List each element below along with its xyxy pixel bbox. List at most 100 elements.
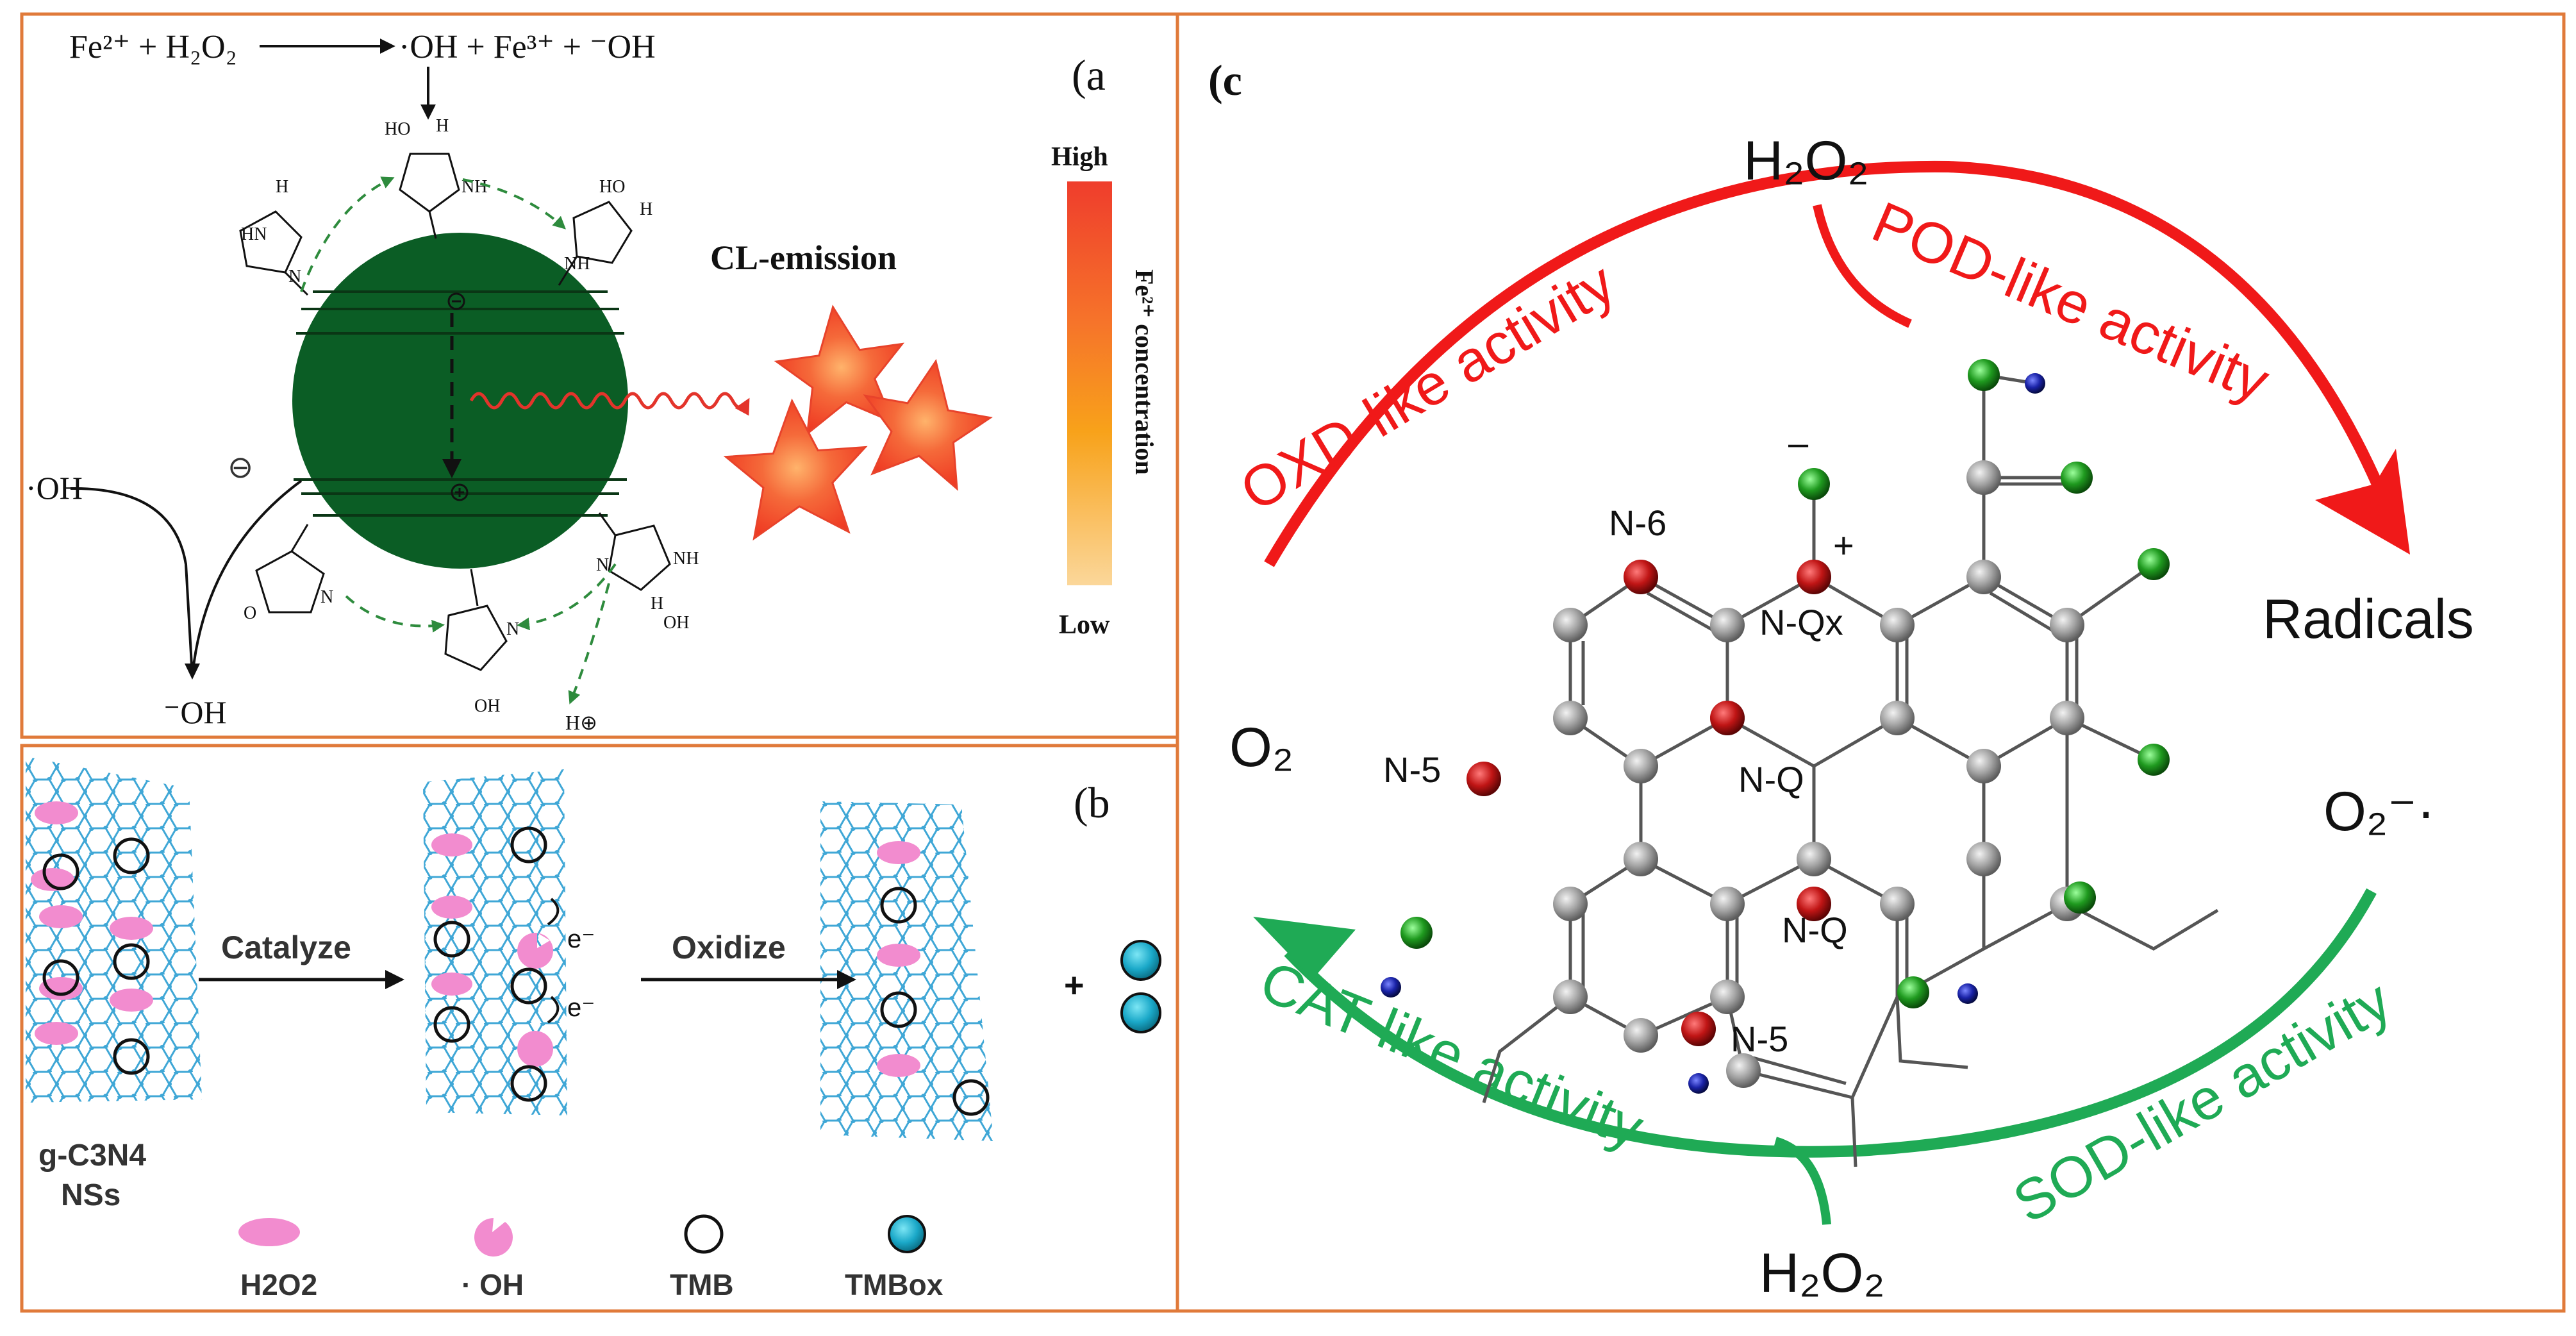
atom-nq-1 (1710, 701, 1745, 735)
oxidize-label: Oxidize (672, 930, 786, 965)
label-n6: N-6 (1609, 503, 1666, 543)
svg-text:N: N (506, 619, 519, 639)
atom-n5-left (1467, 762, 1501, 796)
legend-oh: · OH (461, 1268, 524, 1301)
h2o2-bottom-label: H₂O₂ (1759, 1242, 1885, 1304)
svg-text:HO: HO (599, 177, 625, 197)
svg-text:O: O (244, 603, 256, 623)
cl-stars (723, 305, 993, 541)
g-c3n4-sheet-2 (423, 769, 567, 1115)
star-2 (863, 358, 993, 491)
cl-emission-label: CL-emission (710, 238, 897, 277)
catalyze-label: Catalyze (221, 930, 351, 965)
panel-a: (a Fe²⁺ + H₂O₂ ·OH + Fe³⁺ + ⁻OH CL-emiss… (26, 29, 1159, 734)
tmb-circles-sheet-1 (42, 837, 150, 1075)
imidazole-bottom-left (255, 550, 325, 614)
label-n5-bottom: N-5 (1731, 1019, 1788, 1059)
green-arc-head (1253, 917, 1356, 997)
red-activity-arc (1264, 160, 2397, 567)
h2o2-bottom-branch (1774, 1137, 1831, 1225)
legend-h2o2-icon (238, 1218, 300, 1246)
imidazole-top (399, 153, 460, 213)
panel-b: (b (26, 756, 1161, 1301)
tmb-circles-sheet-3 (880, 887, 990, 1116)
panel-c-label: (c (1208, 56, 1242, 104)
svg-text:H: H (640, 199, 652, 219)
imidazole-top-right (572, 201, 633, 264)
electron-label-1: e⁻ (567, 925, 595, 953)
band-lines (294, 290, 627, 517)
svg-text:OH: OH (474, 696, 500, 716)
h2o2-drops-sheet-3 (877, 841, 920, 1077)
h2o2-top-label: H₂O₂ (1743, 130, 1869, 192)
molecule-bonds (1482, 373, 2219, 1167)
svg-text:OH: OH (663, 613, 689, 633)
svg-text:H: H (276, 177, 288, 197)
colorbar (1067, 181, 1112, 585)
imidazole-bottom (444, 605, 508, 671)
svg-text:N: N (596, 555, 609, 575)
emission-wave (469, 392, 750, 416)
material-label-2: NSs (61, 1178, 120, 1212)
hole-symbol (451, 483, 469, 501)
electron-arrow-1 (547, 898, 560, 926)
oxd-activity-label: OXD-like activity (1230, 251, 1625, 524)
legend-tmbox-icon (888, 1215, 926, 1253)
panel-b-legend: H2O2 · OH TMB TMBox (238, 1214, 943, 1301)
legend-tmbox: TMBox (845, 1268, 943, 1301)
oh-out-label: ⁻OH (163, 694, 227, 730)
svg-text:N: N (320, 587, 333, 607)
h2o2-drops-sheet-1 (31, 801, 153, 1045)
svg-text:H: H (651, 594, 663, 614)
atom-nq-2 (1797, 887, 1831, 921)
oh-curve-arrow (70, 480, 303, 677)
radicals-label: Radicals (2263, 589, 2474, 650)
h-plus-label: H⊕ (565, 711, 597, 734)
h2o2-drops-sheet-2 (431, 833, 472, 996)
oh-radicals-sheet-2 (517, 933, 554, 1067)
colorbar-caption: Fe²⁺ concentration (1130, 269, 1159, 475)
panel-b-label: (b (1074, 778, 1110, 827)
molecule-atoms (1381, 359, 2170, 1094)
panel-a-label: (a (1072, 51, 1106, 99)
svg-text:HO: HO (385, 119, 410, 139)
label-nqx: N-Qx (1759, 602, 1843, 642)
legend-tmb-icon (684, 1214, 724, 1254)
label-plus: + (1833, 525, 1854, 565)
green-activity-arc (1284, 888, 2377, 1158)
molecule-labels: N-6 N-Qx N-Q N-Q N-5 N-5 – + (1383, 422, 1854, 1059)
imidazole-bottom-right (608, 524, 671, 591)
svg-text:NH: NH (673, 549, 699, 569)
panel-c: (c OXD-like activity POD-like activity C… (1208, 56, 2474, 1304)
label-n5-left: N-5 (1383, 749, 1441, 790)
star-3 (723, 398, 868, 541)
svg-text:N: N (288, 267, 301, 287)
svg-text:H: H (436, 116, 449, 136)
label-minus: – (1788, 422, 1809, 463)
tmbox-product-1 (1120, 940, 1161, 981)
nanosphere (292, 233, 628, 569)
minus-circle: ⊖ (228, 451, 253, 485)
legend-oh-icon (474, 1218, 513, 1257)
electron-arrow-2 (547, 996, 560, 1024)
panel-c-frame (1176, 12, 2566, 1313)
reaction-rhs: ·OH + Fe³⁺ + ⁻OH (399, 29, 656, 65)
svg-text:NH: NH (564, 254, 590, 274)
svg-text:HN: HN (241, 224, 267, 244)
red-arc-head (2315, 449, 2410, 555)
label-nq-1: N-Q (1738, 759, 1804, 799)
colorbar-low: Low (1059, 610, 1110, 640)
atom-nqx (1797, 560, 1831, 594)
material-label-1: g-C3N4 (38, 1139, 146, 1173)
plus-sign: + (1064, 966, 1084, 1005)
label-nq-2: N-Q (1782, 910, 1848, 950)
tmb-circles-sheet-2 (433, 826, 547, 1102)
imidazole-groups (239, 153, 671, 671)
atom-n6 (1624, 560, 1658, 594)
imidazole-labels: HO H NH HN H N HO H NH O N N OH NH N OH … (241, 116, 699, 716)
tmbox-product-2 (1120, 992, 1161, 1033)
cat-activity-label: CAT-like activity (1252, 949, 1652, 1161)
atom-n5-bottom (1681, 1012, 1716, 1046)
g-c3n4-sheet-3 (820, 801, 993, 1141)
